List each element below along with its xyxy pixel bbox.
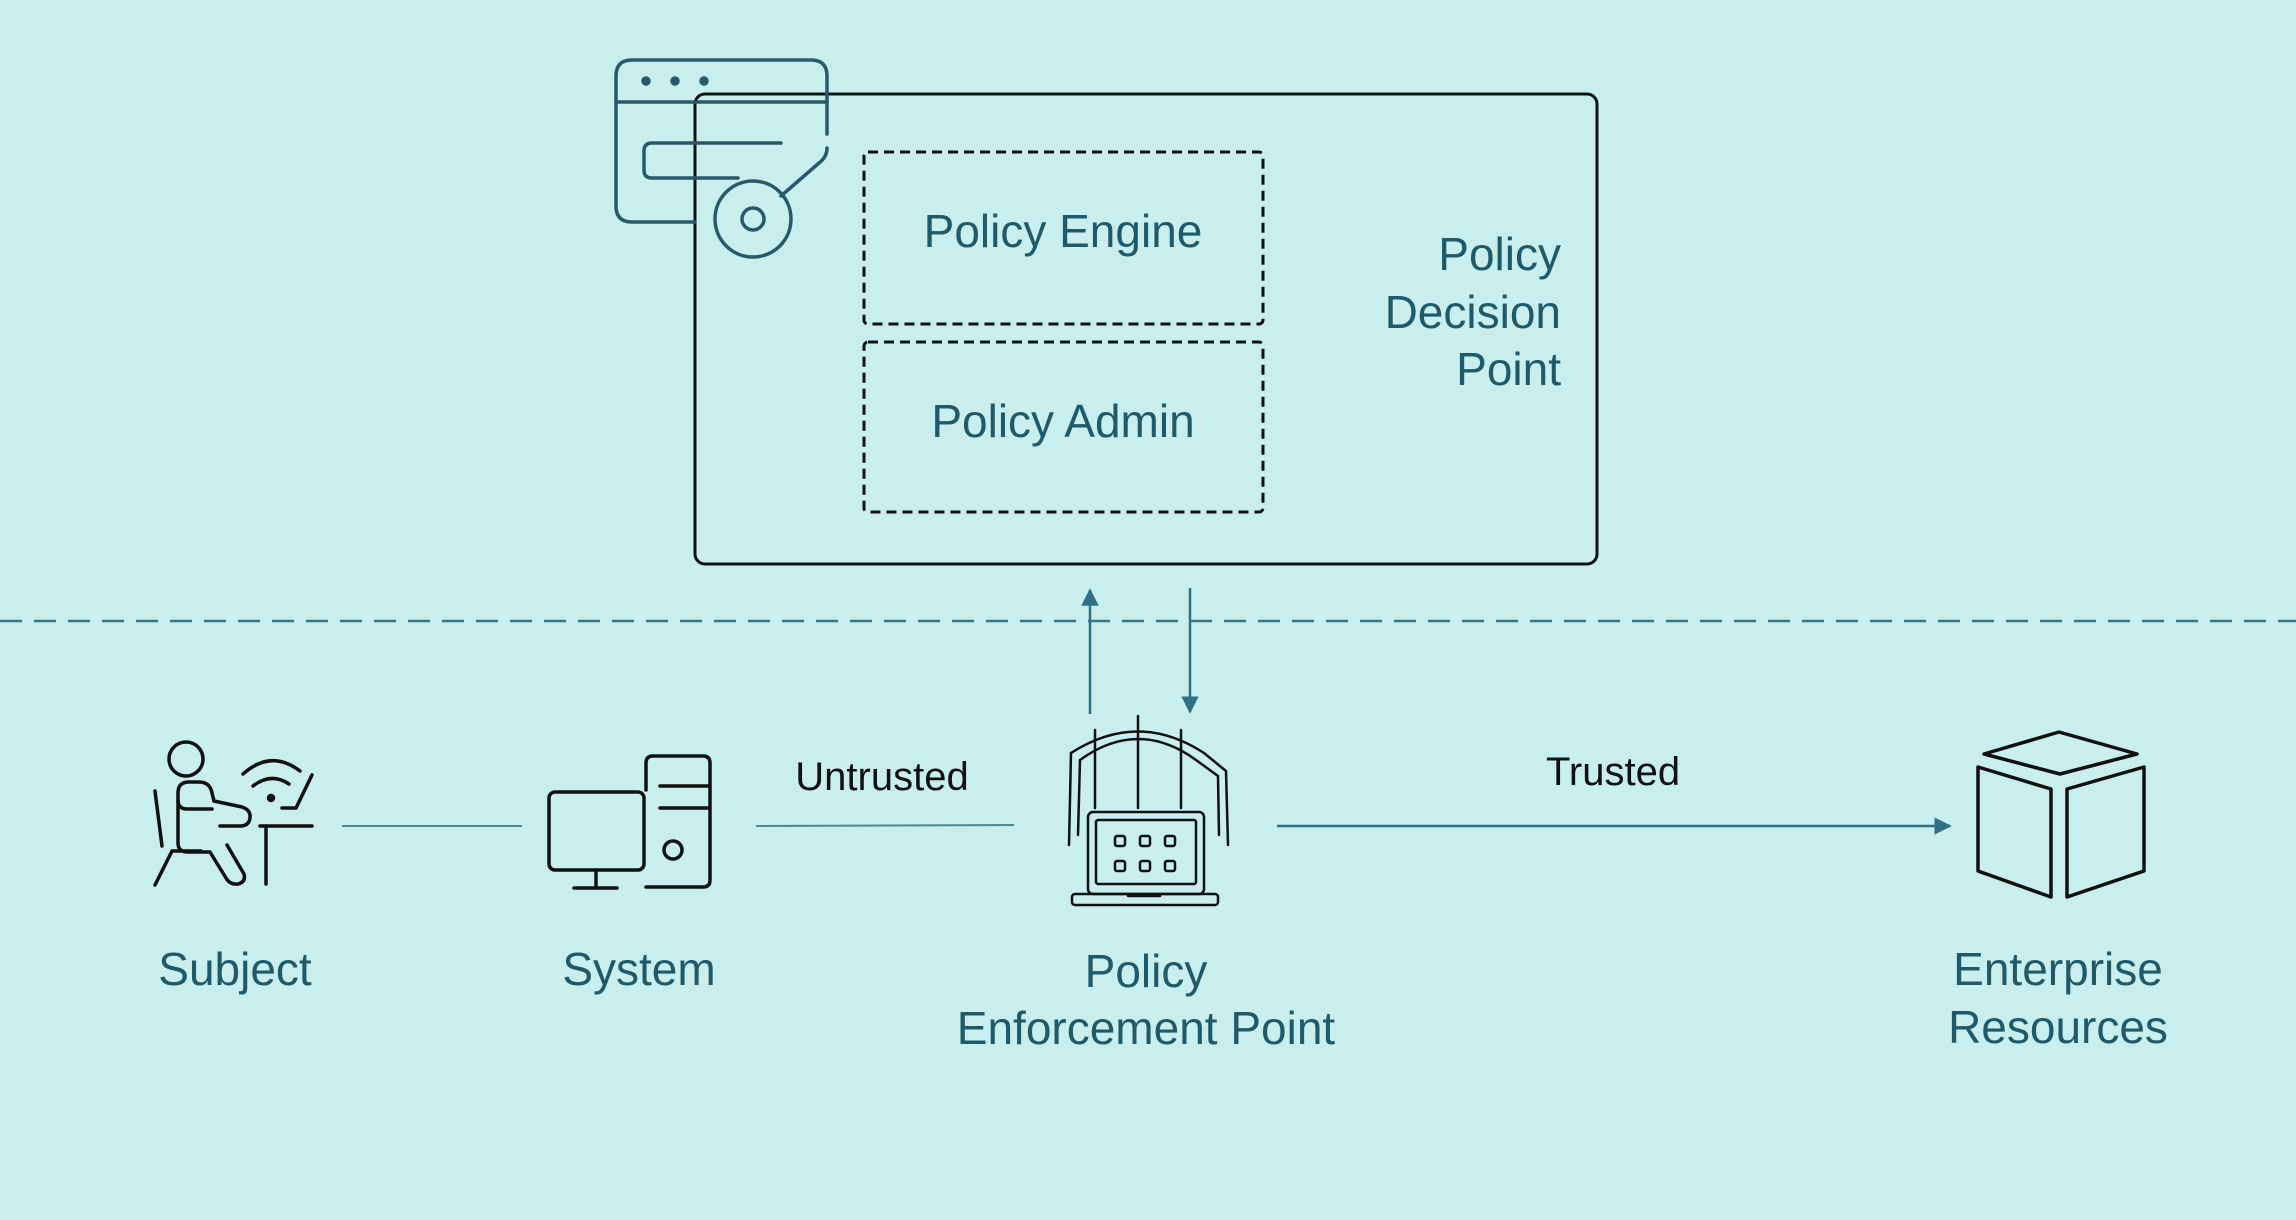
policy-engine-label: Policy Engine (924, 205, 1203, 257)
untrusted-label: Untrusted (795, 755, 968, 799)
pdp-title-line3: Point (1456, 343, 1561, 395)
pep-label-line2: Enforcement Point (957, 1002, 1336, 1054)
policy-engine-box (862, 150, 1265, 326)
box-icon (1976, 730, 2146, 899)
resources-label-line2: Resources (1948, 1001, 2168, 1053)
pep-label-line1: Policy (1085, 945, 1208, 997)
policy-admin-box (862, 340, 1265, 514)
policy-admin-label: Policy Admin (931, 395, 1194, 447)
trusted-label: Trusted (1546, 750, 1680, 794)
subject-label: Subject (158, 943, 312, 995)
resources-label-line1: Enterprise (1953, 943, 2163, 995)
browser-key-icon (614, 58, 829, 259)
system-label: System (562, 943, 715, 995)
pdp-title-line1: Policy (1438, 228, 1561, 280)
shielded-laptop-icon (1067, 714, 1230, 907)
pdp-box (693, 92, 1599, 566)
person-at-laptop-icon (153, 740, 314, 887)
desktop-computer-icon (547, 754, 712, 890)
pdp-title-line2: Decision (1385, 286, 1561, 338)
system-pep-connector (755, 824, 1015, 827)
